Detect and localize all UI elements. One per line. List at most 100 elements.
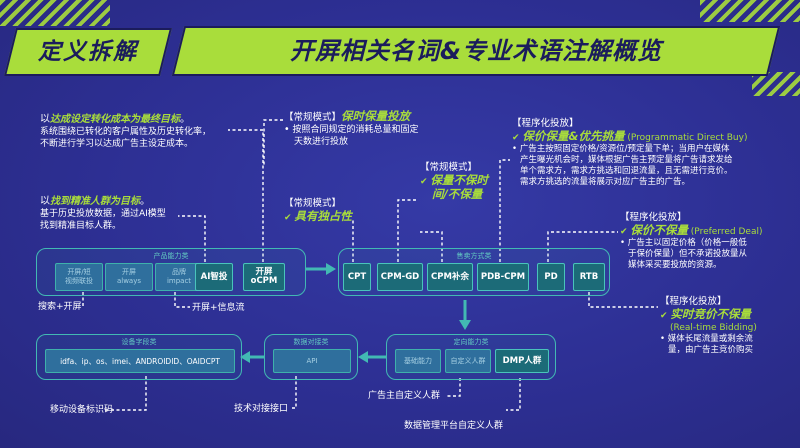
- label-custom-crowd: 广告主自定义人群: [368, 391, 441, 401]
- note-cpt-body-2: 天数进行投放: [294, 137, 349, 147]
- targeting-cell-custom: 自定义人群: [445, 349, 491, 373]
- api-cell: API: [273, 349, 351, 373]
- checkmark-icon: ✔: [420, 177, 428, 187]
- note-pd-body-2: 于保价保量）但不承诺投放量从: [628, 249, 748, 259]
- note-cpmgd: 【常规模式】 ✔ 保量不保时 间/不保量: [420, 162, 510, 200]
- product-cell-ai: AI智投: [195, 263, 233, 291]
- note-precise-crowd-body-2: 找到精准目标人群。: [40, 221, 122, 231]
- note-cpt-title: 保时保量投放: [341, 109, 411, 123]
- note-pdb-title: 保价保量&优先挑量: [522, 129, 625, 143]
- note-pdb-en: (Programmatic Direct Buy): [627, 133, 748, 143]
- connector-pd: [547, 231, 618, 262]
- note-pdb-body-1: 广告主按照固定价格/资源位/预定量下单；当用户在媒体: [519, 144, 730, 154]
- note-target-cost-body-2: 不断进行学习以达成广告主设定成本。: [40, 139, 194, 149]
- sales-method-box: 售卖方式类 CPT CPM-GD CPM补余 PDB-CPM PD RTB: [338, 248, 610, 296]
- sales-cell-pdb: PDB-CPM: [477, 263, 529, 291]
- note-pdb-body-4: 需求方挑选的流量将展示对应广告主的广告。: [520, 177, 691, 187]
- connector-search: [82, 292, 84, 307]
- note-rtb-body-1: 媒体长尾流量或剩余流: [667, 334, 753, 344]
- label-search-splash: 搜索+开屏: [38, 302, 82, 312]
- note-pdb-body-2: 产生曝光机会时，媒体根据广告主预定量将广告请求发给: [520, 155, 733, 165]
- note-target-cost-tail: 。: [180, 114, 190, 125]
- sales-cell-pd: PD: [537, 263, 565, 291]
- checkmark-icon: ✔: [660, 311, 668, 321]
- product-cell-joint-l1: 开屏/短: [67, 268, 91, 276]
- note-precise-crowd-tail: 。: [140, 196, 150, 207]
- arrow-head-targeting: [459, 320, 471, 330]
- sales-cell-rtb: RTB: [573, 263, 605, 291]
- product-cell-ai-l1: AI智投: [200, 271, 228, 282]
- note-monopoly-title: 具有独占性: [294, 209, 352, 223]
- note-pd-title: 保价不保量: [630, 223, 688, 237]
- connector-cpm-bu: [420, 231, 443, 262]
- note-cpmgd-title-2: 间/不保量: [432, 187, 483, 201]
- product-capability-title: 产品能力类: [153, 252, 189, 260]
- stripe-decoration-top-right: [700, 0, 800, 22]
- note-rtb-tag: 【程序化投放】: [660, 296, 727, 307]
- connector-cpmgd: [397, 199, 418, 262]
- product-cell-impact-l1: 品牌: [172, 268, 186, 276]
- note-target-cost-highlight: 达成设定转化成本为最终目标: [50, 114, 180, 125]
- sales-cell-cpt: CPT: [343, 263, 371, 291]
- connector-dmp: [506, 378, 521, 411]
- connector-pdb: [499, 159, 510, 262]
- arrow-head-sales: [326, 263, 336, 275]
- note-pd-en: (Preferred Deal): [690, 227, 763, 237]
- connector-ocpm-note: [228, 129, 264, 262]
- connector-ai-note: [178, 215, 206, 262]
- note-pdb-tag: 【程序化投放】: [512, 118, 579, 129]
- note-cpt: 【常规模式】保时保量投放 • 按照合同规定的消耗总量和固定 天数进行投放: [284, 110, 444, 148]
- label-splash-infoflow: 开屏+信息流: [192, 303, 245, 313]
- targeting-cell-basic: 基础能力: [395, 349, 441, 373]
- device-field-box: 设备字段类 idfa、ip、os、imei、ANDROIDID、OAIDCPT: [36, 334, 242, 380]
- connector-api: [292, 376, 297, 409]
- connector-cpt-note: [263, 119, 283, 166]
- targeting-title: 定向能力类: [453, 338, 489, 346]
- note-cpt-body-1: 按照合同规定的消耗总量和固定: [292, 125, 419, 135]
- note-rtb-title: 实时竞价不保量: [670, 307, 751, 321]
- note-pd-tag: 【程序化投放】: [620, 212, 687, 223]
- note-precise-crowd-body-1: 基于历史投放数据，通过AI模型: [40, 209, 166, 219]
- note-rtb-body-2: 量，由广告主竞价购买: [668, 345, 754, 355]
- stripe-decoration-right: [752, 72, 800, 96]
- stripe-decoration-top-left: [0, 0, 110, 26]
- note-pd: 【程序化投放】 ✔ 保价不保量 (Preferred Deal) • 广告主以固…: [620, 212, 790, 271]
- targeting-box: 定向能力类 基础能力 自定义人群 DMP人群: [386, 334, 556, 380]
- product-cell-always-l2: always: [116, 277, 142, 285]
- note-pdb: 【程序化投放】 ✔ 保价保量&优先挑量 (Programmatic Direct…: [512, 118, 792, 188]
- checkmark-icon: ✔: [284, 213, 292, 223]
- api-box: 数据对接类 API: [264, 334, 358, 380]
- arrow-head-device: [240, 351, 250, 363]
- note-pdb-body-3: 单个需求方，需求方挑选和回退流量，且无需进行竞价。: [520, 166, 733, 176]
- product-cell-impact-l2: impact: [166, 277, 192, 285]
- label-device-id: 移动设备标识码: [50, 405, 114, 415]
- note-cpt-tag: 【常规模式】: [284, 112, 342, 123]
- label-dmp-crowd: 数据管理平台自定义人群: [404, 421, 504, 431]
- note-cpmgd-title-1: 保量不保时: [430, 173, 488, 187]
- note-target-cost-body-1: 系统围绕已转化的客户属性及历史转化率，: [40, 127, 212, 137]
- checkmark-icon: ✔: [512, 133, 520, 143]
- sales-method-title: 售卖方式类: [456, 252, 492, 260]
- note-monopoly: 【常规模式】 ✔ 具有独占性: [284, 198, 404, 224]
- note-pd-body-3: 媒体采买要投放的资源。: [628, 260, 722, 270]
- product-cell-ocpm-l2: oCPM: [250, 276, 278, 286]
- note-rtb-en: (Real-time Bidding): [670, 323, 757, 333]
- note-monopoly-tag: 【常规模式】: [284, 198, 342, 209]
- device-field-title: 设备字段类: [121, 338, 157, 346]
- note-precise-crowd-lead: 以: [40, 196, 50, 207]
- note-precise-crowd: 以找到精准人群为目标。 基于历史投放数据，通过AI模型 找到精准目标人群。: [40, 196, 190, 232]
- api-title: 数据对接类: [293, 338, 329, 346]
- note-rtb: 【程序化投放】 ✔ 实时竞价不保量 (Real-time Bidding) • …: [660, 296, 790, 356]
- note-target-cost-lead: 以: [40, 114, 50, 125]
- connector-info-flow: [174, 292, 190, 308]
- sales-cell-cpm-bu: CPM补余: [427, 263, 473, 291]
- targeting-cell-dmp: DMP人群: [495, 349, 549, 373]
- connector-rtb: [588, 292, 658, 308]
- label-api-interface: 技术对接接口: [234, 404, 289, 414]
- note-target-cost: 以达成设定转化成本为最终目标。 系统围绕已转化的客户属性及历史转化率， 不断进行…: [40, 114, 230, 150]
